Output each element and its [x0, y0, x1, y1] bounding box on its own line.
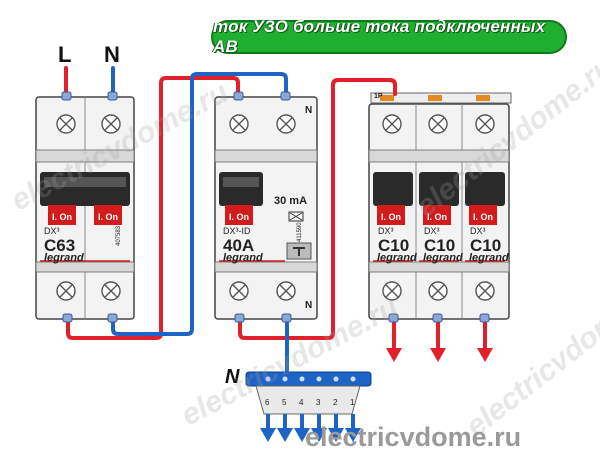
footer-site: electricvdome.ru [305, 422, 522, 452]
screw-icon[interactable] [276, 114, 296, 134]
code-label: 407583 [116, 225, 122, 246]
brand-label: legrand [423, 252, 463, 264]
line-label: L [58, 42, 72, 67]
brand-label: legrand [469, 252, 509, 264]
rating-label: C10 [378, 236, 410, 255]
handle-label: I. On [423, 211, 451, 224]
series-label: DX³ [44, 226, 60, 236]
handle-label: I. On [469, 211, 497, 224]
rating-label: C10 [424, 236, 456, 255]
rating-label: C10 [470, 236, 502, 255]
neutral-terminal-bar [245, 371, 372, 415]
code-label: 411590 [297, 222, 303, 242]
series-label: DX³ [470, 226, 486, 236]
neutral-bus-label: N [225, 366, 240, 388]
title-banner: ток УЗО больше тока подключенных АВ [211, 17, 567, 56]
toggle-handle[interactable] [419, 172, 459, 206]
main-breaker [35, 96, 135, 320]
screw-icon[interactable] [475, 114, 495, 134]
screw-icon[interactable] [56, 114, 76, 134]
neutral-label: N [104, 42, 120, 67]
comb-bus-label: 1P [374, 93, 383, 100]
screw-icon[interactable] [229, 281, 249, 301]
handle-label: I. On [377, 211, 405, 224]
screw-icon[interactable] [101, 114, 121, 134]
screw-icon[interactable] [229, 114, 249, 134]
phase-wire [64, 66, 487, 350]
sensitivity-label: 30 mA [274, 195, 308, 207]
screw-icon[interactable] [101, 281, 121, 301]
screw-icon[interactable] [56, 281, 76, 301]
n-mark: N [305, 300, 313, 311]
toggle-handle[interactable] [465, 172, 505, 206]
rcd-symbol-icon [288, 211, 304, 222]
title-text: ток УЗО больше тока подключенных АВ [213, 17, 546, 56]
toggle-handle[interactable] [373, 172, 413, 206]
screw-icon[interactable] [382, 281, 402, 301]
rating-label: C63 [44, 236, 76, 255]
rating-label: 40A [223, 236, 255, 255]
series-label: DX³ [424, 226, 440, 236]
screw-icon[interactable] [475, 281, 495, 301]
handle-label: I. On [225, 211, 253, 224]
brand-label: legrand [223, 252, 263, 264]
wire-terminals [61, 91, 490, 323]
series-label: DX³-ID [223, 226, 251, 236]
handle-label: I. On [94, 211, 122, 224]
terminal-number: 5 [282, 398, 287, 407]
terminal-number: 6 [265, 398, 270, 407]
screw-icon[interactable] [428, 114, 448, 134]
handle-label: I. On [48, 211, 76, 224]
terminal-number: 3 [316, 398, 321, 407]
test-button-icon[interactable] [286, 242, 312, 260]
n-mark: N [305, 105, 313, 116]
neutral-outlets [260, 428, 361, 442]
terminal-number: 1 [350, 398, 355, 407]
screw-icon[interactable] [382, 114, 402, 134]
screw-icon[interactable] [428, 281, 448, 301]
phase-arrows [386, 348, 493, 362]
terminal-number: 2 [333, 398, 338, 407]
series-label: DX³ [378, 226, 394, 236]
screw-icon[interactable] [276, 281, 296, 301]
brand-label: legrand [44, 252, 84, 264]
rcd-device [214, 96, 318, 320]
terminal-number: 4 [299, 398, 304, 407]
brand-label: legrand [377, 252, 417, 264]
